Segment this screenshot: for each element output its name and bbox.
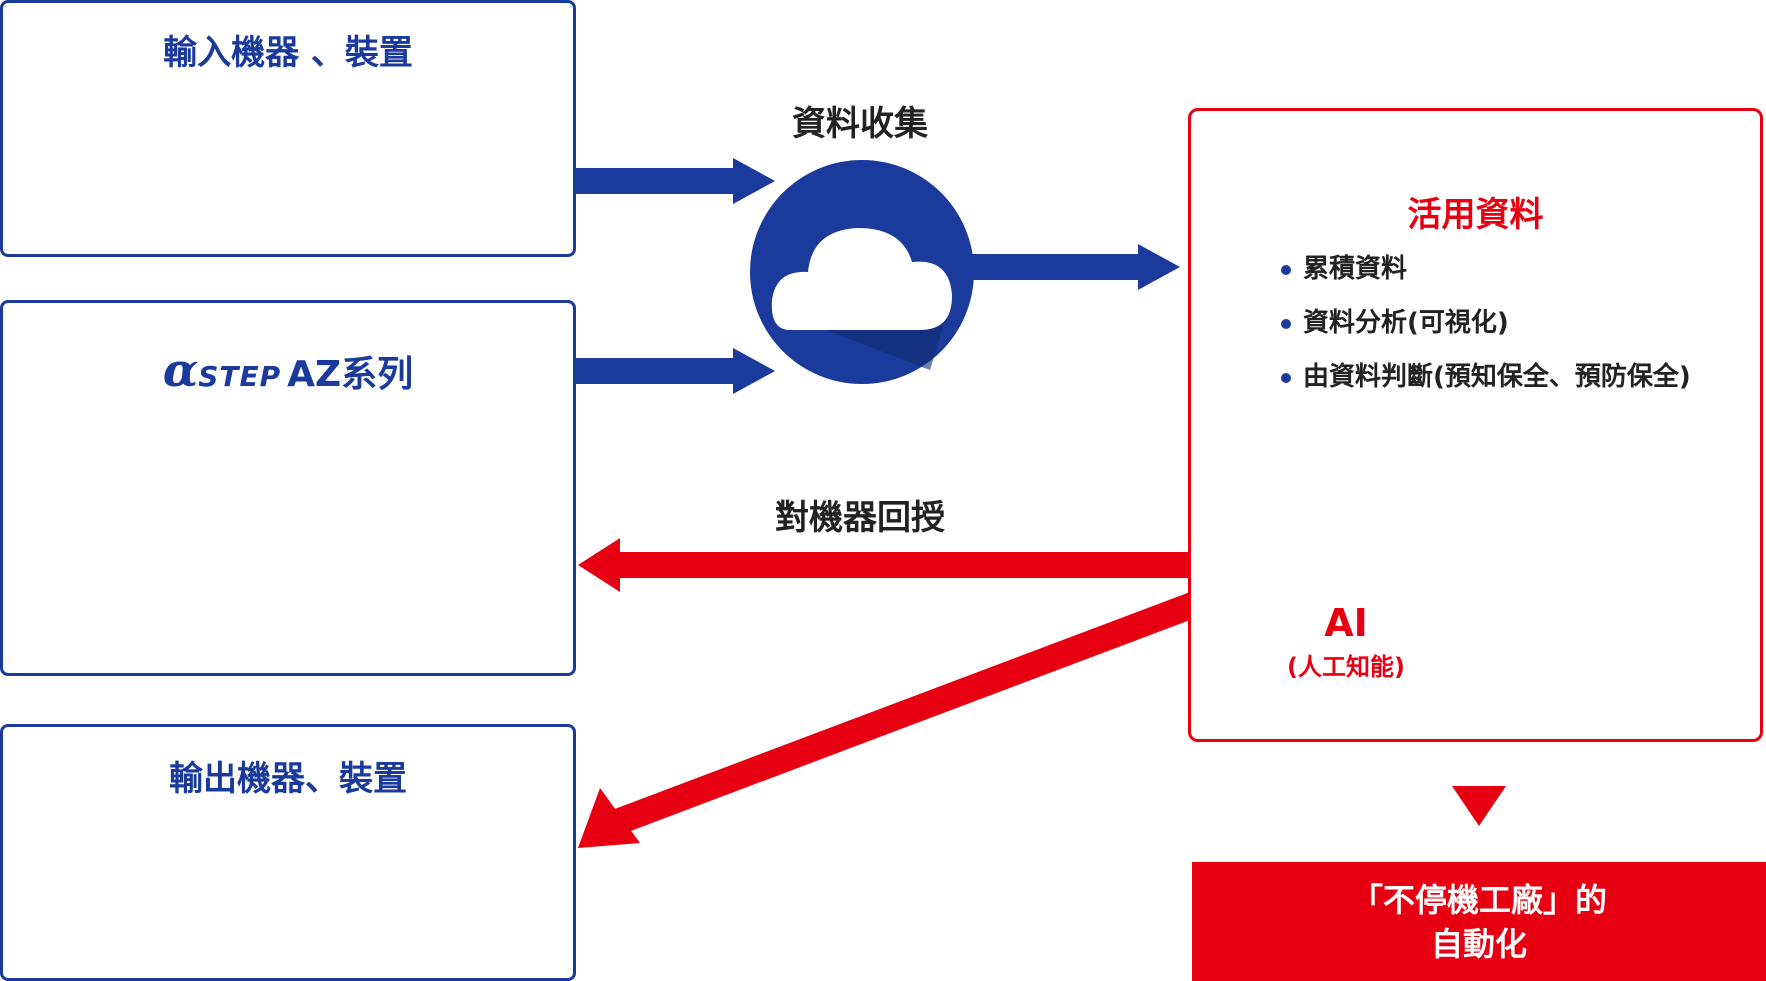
collect-data-label: 資料收集: [792, 104, 928, 144]
cloud-icon: [750, 160, 974, 384]
output-devices-box: 輸出機器、裝置: [0, 724, 576, 981]
ai-subtitle: (人工知能): [1287, 653, 1405, 681]
arrow-feedback-to-motor: [578, 538, 1190, 592]
bullet-item: 累積資料: [1281, 251, 1691, 305]
arrow-input-to-cloud: [575, 158, 775, 204]
bullet-item: 資料分析(可視化): [1281, 305, 1691, 359]
step-logo-text: STEP: [198, 360, 282, 393]
output-devices-title: 輸出機器、裝置: [169, 759, 407, 799]
arrow-feedback-to-output: [578, 592, 1190, 848]
result-line-1: 「不停機工廠」的: [1350, 881, 1607, 919]
az-series-label: AZ系列: [287, 354, 414, 395]
input-devices-title: 輸入機器 、裝置: [163, 33, 413, 73]
feedback-label: 對機器回授: [775, 498, 945, 538]
alpha-logo-glyph: α: [162, 343, 199, 397]
result-box: 「不停機工廠」的 自動化: [1192, 862, 1766, 981]
arrow-cloud-to-utilize: [965, 244, 1180, 290]
utilize-data-title: 活用資料: [1407, 195, 1544, 235]
ai-title: AI: [1324, 601, 1368, 645]
result-line-2: 自動化: [1430, 925, 1527, 963]
utilize-data-box: 活用資料 累積資料 資料分析(可視化) 由資料判斷(預知保全、預防保全) AI …: [1188, 108, 1763, 742]
utilize-bullets: 累積資料 資料分析(可視化) 由資料判斷(預知保全、預防保全): [1281, 251, 1691, 413]
arrow-motor-to-cloud: [575, 348, 775, 394]
bullet-item: 由資料判斷(預知保全、預防保全): [1281, 359, 1691, 413]
down-arrow-icon: [1452, 786, 1506, 826]
input-devices-box: 輸入機器 、裝置: [0, 0, 576, 257]
